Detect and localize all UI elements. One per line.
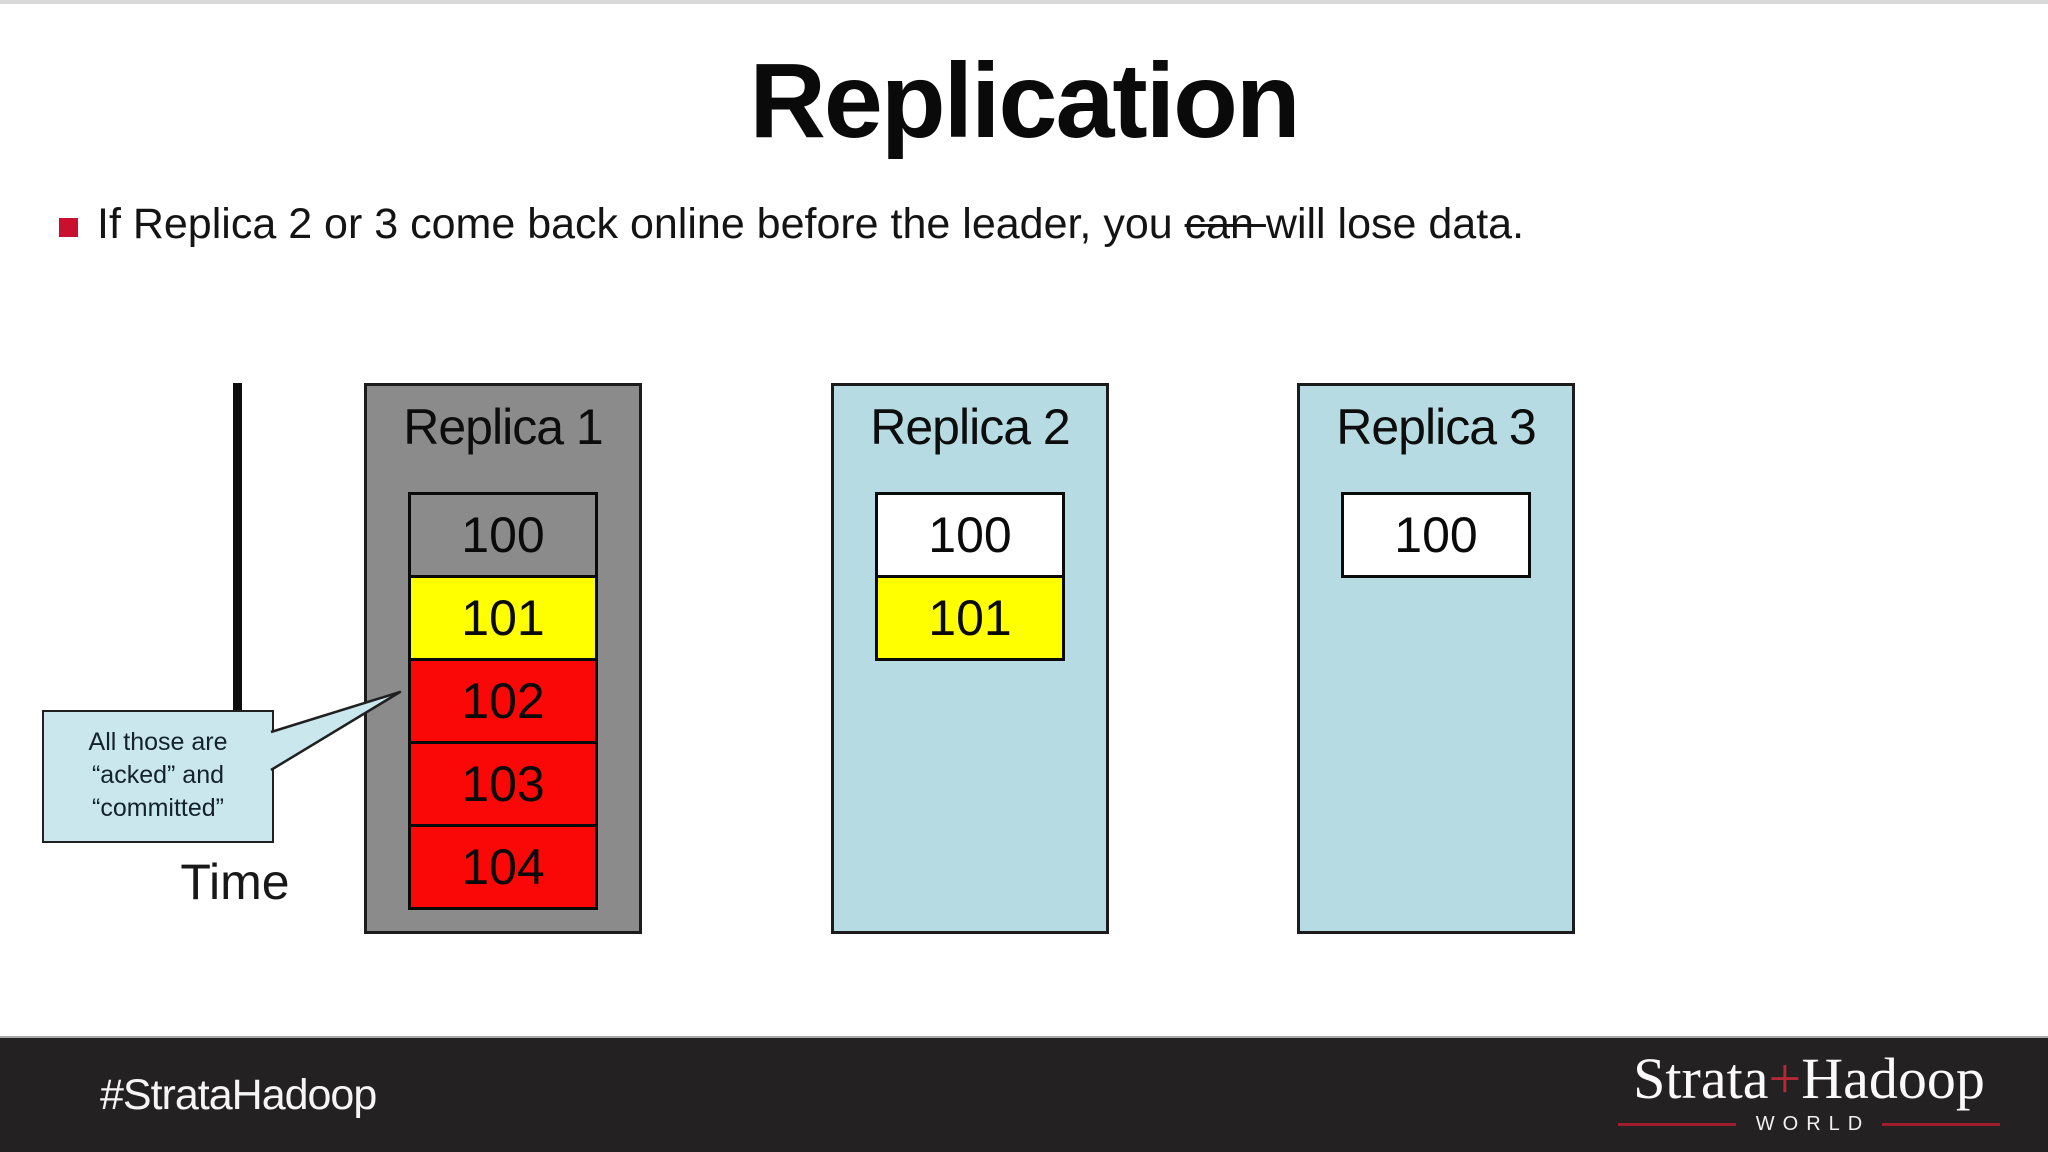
replica-3-title: Replica 3 [1336, 399, 1536, 455]
log-cell: 101 [875, 575, 1065, 661]
callout-line: “acked” and [91, 761, 225, 789]
logo-wordmark: Strata+Hadoop [1618, 1050, 2000, 1108]
callout-bubble: All those are “acked” and “committed” [42, 710, 274, 843]
replica-1-box: Replica 1 100 101 102 103 104 [364, 383, 642, 934]
replica-3-log-cells: 100 [1341, 492, 1531, 578]
log-cell: 102 [408, 658, 598, 744]
logo-strata-text: Strata [1633, 1046, 1769, 1111]
bullet-text-before: If Replica 2 or 3 come back online befor… [97, 200, 1185, 248]
replica-3-box: Replica 3 100 [1297, 383, 1575, 934]
log-cell: 100 [408, 492, 598, 578]
logo-plus-icon: + [1768, 1046, 1802, 1111]
bullet-text: If Replica 2 or 3 come back online befor… [97, 200, 1524, 249]
replica-2-title: Replica 2 [870, 399, 1070, 455]
callout-line: All those are [88, 728, 228, 756]
callout-pointer [270, 690, 402, 772]
replica-2-box: Replica 2 100 101 [831, 383, 1109, 934]
slide-title: Replication [749, 42, 1300, 160]
log-cell: 100 [1341, 492, 1531, 578]
bullet-text-strikethrough: can [1184, 200, 1266, 248]
logo-rule-right [1882, 1123, 2001, 1126]
callout-line: “committed” [92, 794, 224, 822]
log-cell: 104 [408, 824, 598, 910]
replica-2-log-cells: 100 101 [875, 492, 1065, 661]
footer-bar: #StrataHadoop Strata+Hadoop WORLD [0, 1036, 2048, 1152]
log-cell: 100 [875, 492, 1065, 578]
replica-1-log-cells: 100 101 102 103 104 [408, 492, 598, 910]
replica-1-title: Replica 1 [403, 399, 603, 455]
logo-rule-left [1618, 1123, 1736, 1126]
time-axis-line [233, 383, 242, 710]
strata-hadoop-logo: Strata+Hadoop WORLD [1618, 1050, 2001, 1136]
logo-hadoop-text: Hadoop [1801, 1046, 1985, 1111]
bullet-text-after: will lose data. [1265, 200, 1525, 248]
log-cell: 103 [408, 741, 598, 827]
bullet-marker [59, 218, 78, 237]
time-axis-label: Time [180, 854, 290, 910]
logo-world-text: WORLD [1755, 1113, 1871, 1135]
log-cell: 101 [408, 575, 598, 661]
event-hashtag: #StrataHadoop [100, 1070, 377, 1119]
logo-world-row: WORLD [1618, 1113, 2001, 1136]
frame-top-strip [0, 0, 2048, 4]
